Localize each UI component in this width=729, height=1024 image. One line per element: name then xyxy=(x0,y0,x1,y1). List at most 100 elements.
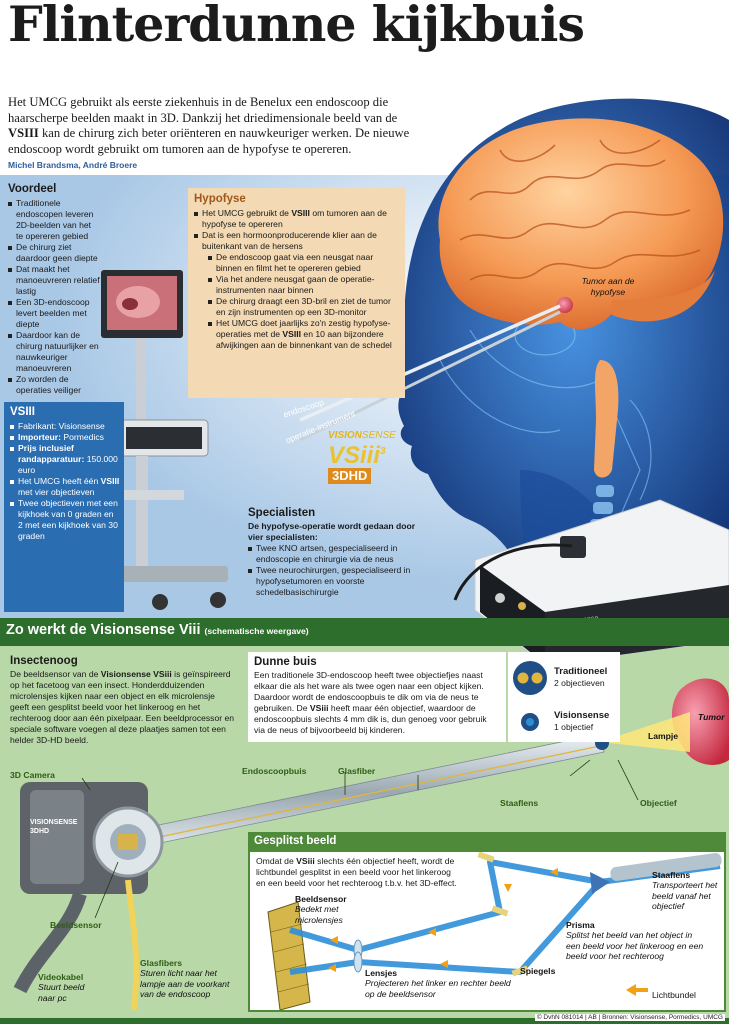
text-part: Pormedics xyxy=(60,432,104,442)
list-item: Het UMCG gebruikt de VSIII om tumoren aa… xyxy=(194,208,397,230)
specialisten-list: Twee KNO artsen, gespecialiseerd in endo… xyxy=(248,543,418,598)
hypofyse-heading: Hypofyse xyxy=(194,193,246,205)
text-part: en 10 aan bijzondere afwijkingen aan de … xyxy=(216,329,392,350)
gesplitst-heading: Gesplitst beeld xyxy=(248,832,726,852)
label-endoscoopbuis: Endoscoopbuis xyxy=(242,766,307,776)
credit-bar xyxy=(0,1018,729,1024)
tumor-label: Tumor aan de hypofyse xyxy=(581,276,635,297)
insectenoog-section: Insectenoog De beeldsensor van de Vision… xyxy=(10,655,236,746)
videokabel-callout: Videokabel Stuurt beeld naar pc xyxy=(38,972,102,1003)
gs-spiegels-label: Spiegels xyxy=(520,966,556,976)
gs-lensjes-note: Projecteren het linker en rechter beeld … xyxy=(365,978,511,999)
text-part: De beeldsensor van de xyxy=(10,669,101,679)
lens-icons xyxy=(513,661,547,731)
surgical-cart xyxy=(96,270,228,610)
voordeel-heading: Voordeel xyxy=(8,183,57,195)
dunne-buis-box: Dunne buis Een traditionele 3D-endoscoop… xyxy=(248,652,506,742)
gs-beeldsensor-callout: Beeldsensor Bedekt met microlensjes xyxy=(295,894,365,925)
specialisten-heading: Specialisten xyxy=(248,507,316,519)
intro-paragraph: Het UMCG gebruikt als eerste ziekenhuis … xyxy=(8,95,428,157)
videokabel-label: Videokabel xyxy=(38,972,84,982)
list-item: Via het andere neusgat gaan de operatie-… xyxy=(208,274,397,296)
label-beeldsensor: Beeldsensor xyxy=(50,920,102,930)
instrument-line xyxy=(299,310,561,442)
label-3d-camera: 3D Camera xyxy=(10,770,55,780)
gs-staaflens-callout: Staaflens Transporteert het beeld vanaf … xyxy=(652,870,724,912)
text-part: De endoscoop gaat via een neusgat naar b… xyxy=(216,252,374,273)
credit-text: © DvhN 081014 | AB | Bronnen: Visionsens… xyxy=(534,1014,725,1021)
list-item: Traditionele endoscopen leveren 2D-beeld… xyxy=(8,198,100,242)
text-part: Omdat de xyxy=(256,856,297,866)
videokabel-note: Stuurt beeld naar pc xyxy=(38,982,85,1003)
lens-comparison: Traditioneel 2 objectieven Visionsense 1… xyxy=(508,652,620,742)
byline: Michel Brandsma, André Broere xyxy=(8,160,138,170)
gs-prisma-note: Splitst het beeld van het object in een … xyxy=(566,930,704,961)
intro-part: kan de chirurg zich beter oriënteren en … xyxy=(8,126,410,156)
list-item: Het UMCG doet jaarlijks zo'n zestig hypo… xyxy=(208,318,397,351)
text-part: VSIII xyxy=(291,208,310,218)
vsiii-heading: VSIII xyxy=(10,406,35,418)
label-tumor: Tumor xyxy=(698,712,725,722)
endoscope-line xyxy=(299,304,561,422)
hypofyse-list: Het UMCG gebruikt de VSIII om tumoren aa… xyxy=(188,205,405,351)
text-part: Via het andere neusgat gaan de operatie-… xyxy=(216,274,375,295)
glasfibers-label: Glasfibers xyxy=(140,958,183,968)
brain-illustration xyxy=(438,118,724,330)
text-part: Een traditionele 3D-endoscoop heeft twee… xyxy=(254,670,484,713)
voordeel-list: Traditionele endoscopen leveren 2D-beeld… xyxy=(8,198,100,396)
list-item: Zo worden de operaties veiliger xyxy=(8,374,100,396)
list-item: De chirurg draagt een 3D-bril en ziet de… xyxy=(208,296,397,318)
traditional-note: 2 objectieven xyxy=(554,678,605,688)
legend-lichtbundel: Lichtbundel xyxy=(652,990,696,1000)
gs-lensjes-callout: Lensjes Projecteren het linker en rechte… xyxy=(365,968,515,999)
text-part: De chirurg draagt een 3D-bril en ziet de… xyxy=(216,296,391,317)
band-sub: (schematische weergave) xyxy=(204,626,309,636)
section-band xyxy=(0,618,729,646)
text-part: 150.000 euro xyxy=(18,454,118,475)
brain-tumor xyxy=(557,297,573,313)
optics-diagram xyxy=(267,852,722,1010)
list-item: Importeur: Pormedics xyxy=(10,432,120,443)
text-part: Visionsense VSiii xyxy=(100,669,172,679)
gesplitst-text: Omdat de VSiii slechts één objectief hee… xyxy=(256,856,461,889)
text-part: Importeur: xyxy=(18,432,61,442)
list-item: Fabrikant: Visionsense xyxy=(10,421,120,432)
visionsense-label: Visionsense xyxy=(554,710,610,721)
gs-staaflens-label: Staaflens xyxy=(652,870,691,880)
text-part: heeft maar één objectief, waardoor de en… xyxy=(254,703,487,735)
label-staaflens: Staaflens xyxy=(500,798,539,808)
band-title: Zo werkt de Visionsense Viii xyxy=(6,622,201,638)
page-title: Flinterdunne kijkbuis xyxy=(8,0,585,53)
text-part: is geïnspireerd op het facetoog van een … xyxy=(10,669,235,745)
label-glasfiber: Glasfiber xyxy=(338,766,376,776)
logo-sup: 3 xyxy=(380,446,386,457)
text-part: Dat is een hormoonproducerende klier aan… xyxy=(202,230,377,251)
text-part: Het UMCG gebruikt de xyxy=(202,208,292,218)
text-part: VSIII xyxy=(282,329,302,339)
text-part: met vier objectieven xyxy=(18,487,95,497)
list-item: Twee KNO artsen, gespecialiseerd in endo… xyxy=(248,543,418,565)
text-part: Twee objectieven met een kijkhoek van 0 … xyxy=(18,498,118,541)
list-item: De chirurg ziet daardoor geen diepte xyxy=(8,242,100,264)
traditional-label: Traditioneel xyxy=(554,666,608,677)
visionsense-note: 1 objectief xyxy=(554,722,594,732)
voordeel-section: Voordeel Traditionele endoscopen leveren… xyxy=(8,183,100,396)
gs-prisma-callout: Prisma Splitst het beeld van het object … xyxy=(566,920,706,962)
list-item: Dat maakt het manoeuvreren relatief last… xyxy=(8,264,100,297)
text-part: VSiii xyxy=(309,703,329,713)
specialisten-sub: De hypofyse-operatie wordt gedaan door v… xyxy=(248,521,416,542)
text-part: Het UMCG doet jaarlijks zo'n zestig hypo… xyxy=(216,318,391,339)
visionsense-logo: VISIONSENSE VSiii3 3DHD xyxy=(328,430,418,485)
insectenoog-heading: Insectenoog xyxy=(10,655,78,667)
label-objectief: Objectief xyxy=(640,798,677,808)
text-part: om tumoren aan de hypofyse te opereren xyxy=(202,208,387,229)
text-part: Het UMCG heeft één xyxy=(18,476,101,486)
sensor-grid xyxy=(267,901,311,1010)
list-item: Daardoor kan de chirurg natuurlijker en … xyxy=(8,330,100,374)
intro-part: Het UMCG gebruikt als eerste ziekenhuis … xyxy=(8,95,398,125)
text-part: Fabrikant: Visionsense xyxy=(18,421,105,431)
camera-brand1: VISIONSENSE xyxy=(30,819,78,826)
